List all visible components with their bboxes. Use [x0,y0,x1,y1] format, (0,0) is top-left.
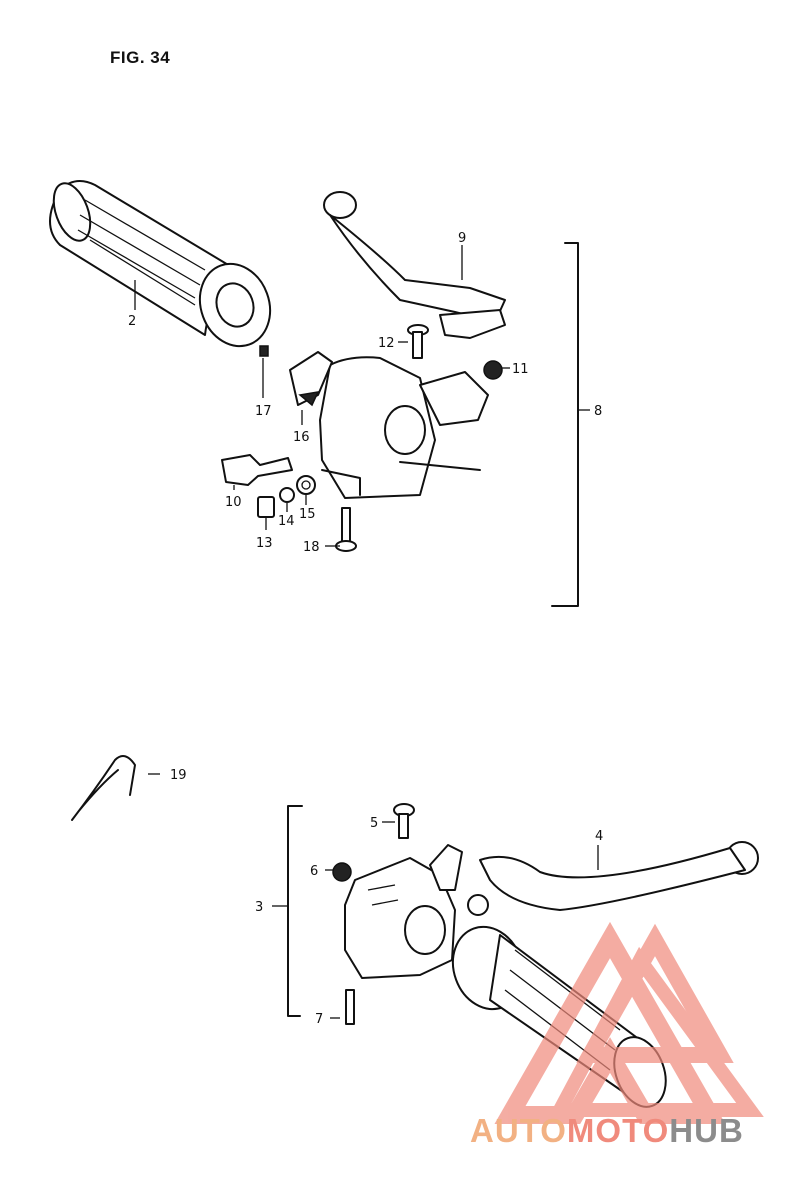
switch-housing-top [319,356,489,499]
screw-5 [393,803,415,839]
callout-19: 19 [170,768,187,783]
callout-4: 4 [595,829,603,844]
washer-14 [279,487,295,503]
lever-bottom [467,841,759,916]
callout-2: 2 [128,314,136,329]
callout-3: 3 [255,900,263,915]
callout-8: 8 [594,404,602,419]
callout-13: 13 [256,536,273,551]
watermark-text: AUTOMOTOHUB [470,1112,744,1149]
screw-12 [407,324,429,359]
lever-top [323,191,506,339]
switch-housing-bottom [344,844,463,979]
screw-18 [335,507,357,552]
callout-5: 5 [370,816,378,831]
callout-9: 9 [458,231,466,246]
watermark-logo [494,921,764,1124]
callout-14: 14 [278,514,295,529]
screw-7 [345,989,355,1025]
callout-18: 18 [303,540,320,555]
callout-17: 17 [255,404,272,419]
bracket-8 [551,242,579,607]
callout-15: 15 [299,507,316,522]
knob-16 [289,351,333,407]
callout-10: 10 [225,495,242,510]
leader-lines-bottom [272,821,599,1019]
washer-15 [296,475,316,495]
wire-19 [71,755,160,821]
callout-11: 11 [512,362,529,377]
figure-title: FIG. 34 [110,48,171,67]
grip-left [49,180,272,348]
cap-13 [257,496,275,518]
nut-6 [332,862,352,882]
callout-12: 12 [378,336,395,351]
leader-lines-top [134,245,590,547]
nut-11 [483,360,503,380]
callout-7: 7 [315,1012,323,1027]
callout-6: 6 [310,864,318,879]
bracket-3 [287,805,303,1017]
screw-17 [259,345,269,357]
switch-10 [221,454,293,486]
callout-16: 16 [293,430,310,445]
